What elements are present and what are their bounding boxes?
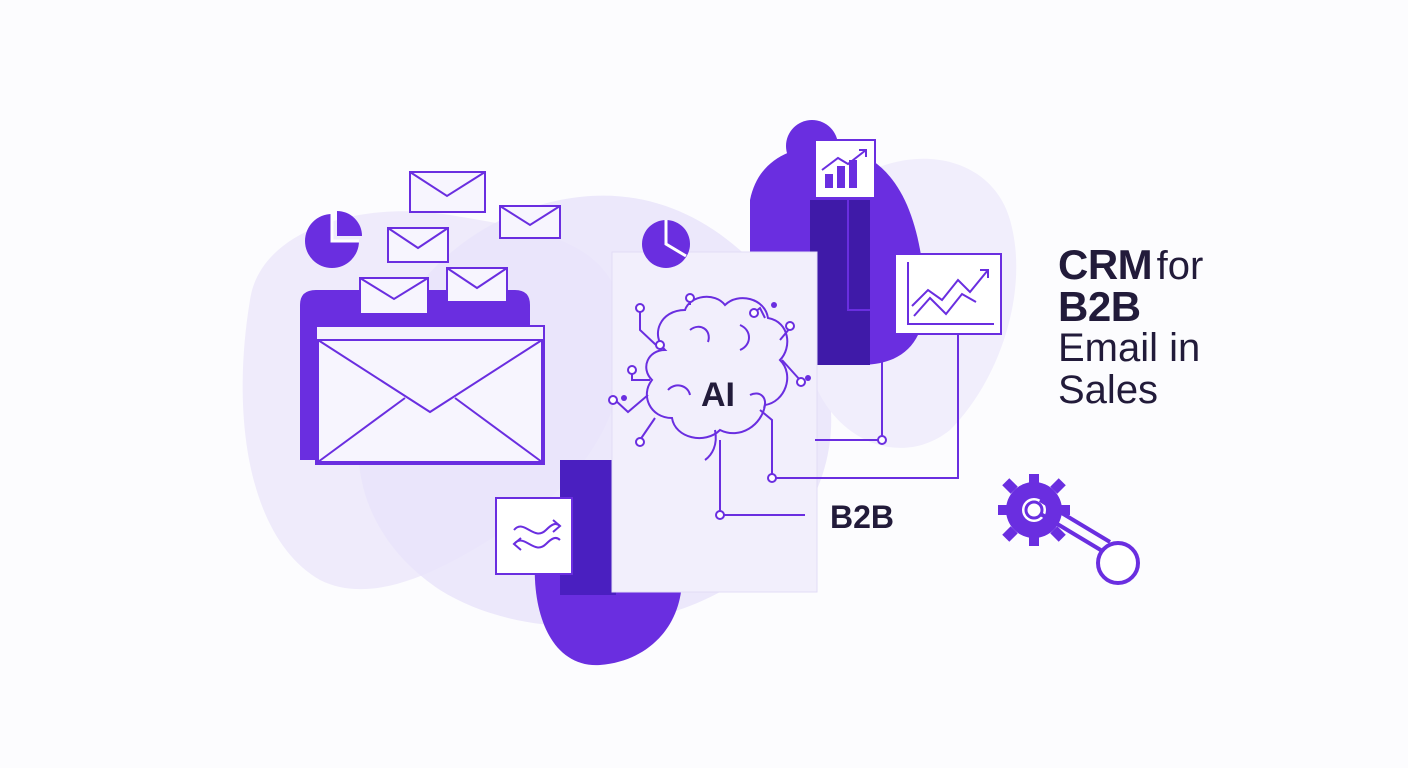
page-title: CRM for B2B Email in Sales	[1058, 244, 1203, 412]
line-chart-icon	[894, 253, 1002, 335]
pie-chart-icon	[642, 220, 690, 268]
bar-chart-icon	[814, 139, 876, 199]
key-icon	[1024, 498, 1140, 585]
title-email-in: Email in	[1058, 326, 1201, 370]
brain-icon	[645, 295, 789, 461]
pie-chart-icon	[305, 211, 362, 268]
envelope-icon	[359, 277, 429, 315]
title-for: for	[1156, 244, 1204, 288]
title-sales: Sales	[1058, 368, 1159, 412]
sync-icon	[495, 497, 573, 575]
circuit-dots	[621, 302, 811, 401]
circuit-nodes	[608, 293, 887, 520]
title-b2b: B2B	[1058, 283, 1141, 330]
envelope-icon	[446, 267, 508, 303]
network-label: B2B	[830, 499, 894, 535]
envelope-icon	[317, 339, 543, 463]
dark-card-top-right	[810, 200, 870, 365]
envelope-icon	[409, 171, 486, 213]
small-envelopes	[359, 171, 561, 315]
envelope-icon	[499, 205, 561, 239]
brain-label: AI	[701, 376, 735, 414]
title-crm: CRM	[1058, 241, 1153, 288]
envelope-icon	[387, 227, 449, 263]
